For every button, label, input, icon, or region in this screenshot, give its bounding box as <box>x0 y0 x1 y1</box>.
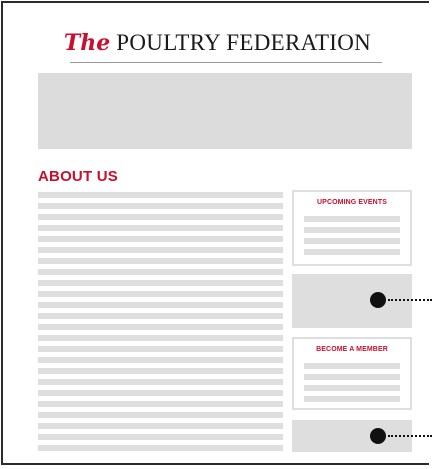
logo-prefix: The <box>63 30 111 56</box>
callout-marker <box>370 428 386 444</box>
text-line <box>38 269 283 275</box>
text-line <box>38 324 283 330</box>
text-line <box>38 390 283 396</box>
ad-placeholder <box>292 274 412 328</box>
text-line <box>38 203 283 209</box>
upcoming-events-title: UPCOMING EVENTS <box>317 199 387 206</box>
text-line <box>38 247 283 253</box>
about-body-text-placeholder <box>38 192 283 456</box>
text-line <box>38 379 283 385</box>
text-line <box>38 291 283 297</box>
callout-marker <box>370 292 386 308</box>
card-text-line <box>304 396 400 402</box>
text-line <box>38 236 283 242</box>
upcoming-events-card[interactable]: UPCOMING EVENTS <box>292 190 412 266</box>
text-line <box>38 346 283 352</box>
card-text-line <box>304 363 400 369</box>
header-divider <box>70 62 382 63</box>
text-line <box>38 357 283 363</box>
logo-name: POULTRY FEDERATION <box>116 30 372 55</box>
card-text-line <box>304 385 400 391</box>
text-line <box>38 280 283 286</box>
callout-leader-line <box>388 299 432 301</box>
text-line <box>38 214 283 220</box>
text-line <box>38 368 283 374</box>
become-member-card[interactable]: BECOME A MEMBER <box>292 337 412 410</box>
text-line <box>38 302 283 308</box>
text-line <box>38 401 283 407</box>
card-text-line <box>304 216 400 222</box>
card-text-line <box>304 227 400 233</box>
text-line <box>38 434 283 440</box>
text-line <box>38 258 283 264</box>
become-member-title: BECOME A MEMBER <box>316 346 388 353</box>
text-line <box>38 445 283 451</box>
text-line <box>38 423 283 429</box>
callout-leader-line <box>388 435 432 437</box>
card-text-line <box>304 238 400 244</box>
section-title-about-us: ABOUT US <box>38 168 118 185</box>
text-line <box>38 313 283 319</box>
text-line <box>38 335 283 341</box>
hero-image-placeholder <box>38 73 412 149</box>
card-text-line <box>304 374 400 380</box>
text-line <box>38 412 283 418</box>
text-line <box>38 225 283 231</box>
text-line <box>38 192 283 198</box>
card-text-line <box>304 249 400 255</box>
